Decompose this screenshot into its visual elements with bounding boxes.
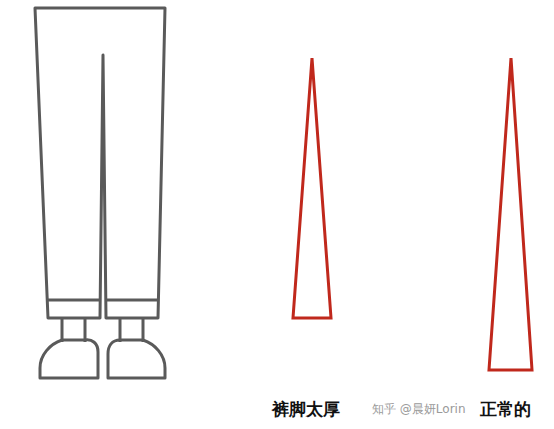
sock (62, 318, 85, 342)
caption-label: 正常的 (480, 398, 531, 421)
cuff-line (47, 299, 100, 302)
trousers-drawing (35, 8, 165, 378)
thick-hem-triangle (293, 58, 331, 318)
sock (120, 318, 143, 342)
caption-label: 裤脚太厚 (272, 398, 340, 421)
shoe (40, 340, 98, 378)
cuff-line (106, 299, 158, 302)
trousers-outline (35, 8, 165, 318)
normal-triangle (489, 58, 532, 370)
watermark: 知乎 @晨妍Lorin (372, 401, 466, 418)
shoe (108, 340, 165, 378)
